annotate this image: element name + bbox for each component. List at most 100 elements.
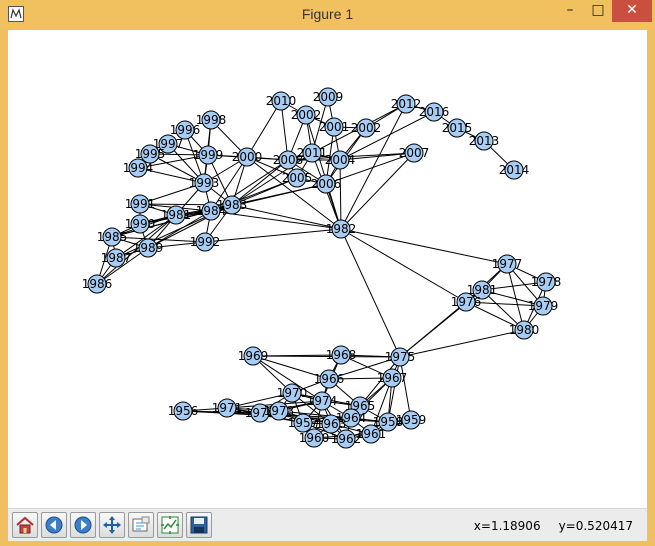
node-label: 1994 — [123, 161, 154, 175]
node-circle — [378, 412, 398, 432]
node-label: 1959 — [396, 413, 427, 427]
node-circle — [401, 410, 421, 430]
node-label: 1991 — [125, 197, 156, 211]
node-label: 1967 — [377, 371, 408, 385]
home-icon — [16, 516, 34, 534]
node-circle — [390, 347, 410, 367]
node-label: 2016 — [419, 105, 450, 119]
graph-node: 1989 — [133, 238, 163, 258]
node-circle — [175, 120, 195, 140]
graph-node: 1966 — [314, 369, 344, 389]
node-label: 2001 — [319, 120, 350, 134]
node-label: 2009 — [313, 90, 344, 104]
graph-node: 2011 — [297, 143, 328, 163]
graph-node: 2010 — [266, 91, 296, 111]
graph-node: 1985 — [97, 227, 128, 247]
node-circle — [514, 320, 534, 340]
pan-button[interactable] — [99, 512, 125, 538]
node-circle — [324, 117, 344, 137]
node-label: 2006 — [311, 177, 342, 191]
home-button[interactable] — [12, 512, 38, 538]
graph-node: 1968 — [326, 345, 357, 365]
node-circle — [201, 201, 221, 221]
minimize-button[interactable]: – — [566, 2, 574, 18]
zoom-rect-icon — [132, 516, 150, 532]
graph-edge — [506, 263, 525, 331]
graph-node: 1991 — [125, 194, 156, 214]
graph-node: 1963 — [316, 414, 346, 434]
node-circle — [278, 150, 298, 170]
node-label: 2008 — [273, 153, 304, 167]
node-circle — [130, 214, 150, 234]
window-title: Figure 1 — [301, 6, 354, 22]
node-circle — [293, 413, 313, 433]
graph-node: 1967 — [377, 368, 408, 388]
title-bar[interactable]: Figure 1 – □ ✕ — [0, 0, 655, 30]
graph-edge — [280, 100, 289, 161]
node-circle — [396, 94, 416, 114]
graph-edge — [246, 156, 342, 230]
back-button[interactable] — [41, 512, 67, 538]
node-circle — [304, 428, 324, 448]
node-label: 2002 — [351, 121, 382, 135]
node-label: 1956 — [168, 404, 199, 418]
forward-button[interactable] — [70, 512, 96, 538]
graph-node: 2001 — [319, 117, 350, 137]
graph-node: 1981 — [161, 205, 191, 225]
node-label: 2011 — [297, 146, 328, 160]
node-circle — [173, 401, 193, 421]
node-label: 2000 — [232, 150, 263, 164]
save-button[interactable] — [186, 512, 212, 538]
node-label: 1987 — [101, 251, 132, 265]
graph-node: 1987 — [101, 248, 132, 268]
node-label: 1968 — [326, 348, 357, 362]
configure-subplots-button[interactable] — [157, 512, 183, 538]
graph-edge — [339, 111, 435, 161]
node-label: 1969 — [238, 349, 269, 363]
graph-node: 2009 — [313, 87, 344, 107]
node-circle — [533, 296, 553, 316]
graph-edge — [305, 114, 342, 230]
graph-node: 1996 — [170, 120, 201, 140]
node-label: 1981 — [467, 283, 498, 297]
node-label: 1984 — [196, 204, 227, 218]
graph-edge — [204, 228, 342, 243]
graph-edge — [149, 153, 205, 184]
close-button[interactable]: ✕ — [612, 0, 652, 22]
graph-edge — [328, 377, 393, 380]
node-circle — [341, 408, 361, 428]
graph-node: 2014 — [499, 160, 529, 180]
graph-node: 2008 — [273, 150, 304, 170]
x-coordinate: x=1.18906 — [473, 519, 541, 533]
node-label: 1983 — [217, 198, 248, 212]
node-label: 1971 — [212, 401, 243, 415]
node-label: 1973 — [264, 404, 295, 418]
graph-node: 1981 — [467, 280, 498, 300]
node-circle — [237, 147, 257, 167]
node-label: 1996 — [170, 123, 201, 137]
node-circle — [198, 145, 218, 165]
node-circle — [472, 280, 492, 300]
node-circle — [282, 383, 302, 403]
graph-node: 2012 — [391, 94, 421, 114]
node-circle — [243, 346, 263, 366]
graph-edge — [340, 103, 407, 230]
node-label: 1985 — [97, 230, 128, 244]
maximize-button[interactable]: □ — [591, 2, 605, 18]
graph-edge — [481, 289, 525, 331]
pan-move-icon — [103, 516, 121, 534]
graph-node: 1961 — [356, 424, 386, 444]
graph-node: 2015 — [442, 118, 472, 138]
node-label: 1992 — [190, 235, 221, 249]
graph-edge — [246, 100, 282, 158]
zoom-button[interactable] — [128, 512, 154, 538]
graph-node: 1992 — [190, 232, 221, 252]
node-label: 1982 — [326, 222, 357, 236]
node-circle — [331, 345, 351, 365]
node-circle — [87, 274, 107, 294]
matplotlib-app-icon — [8, 6, 24, 22]
